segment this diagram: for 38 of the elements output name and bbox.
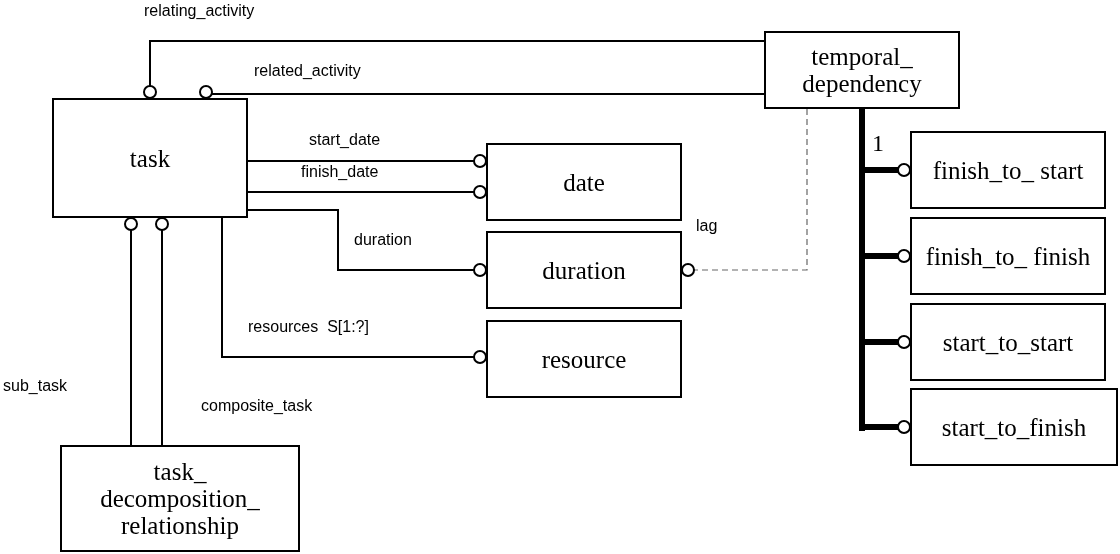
entity-box xyxy=(486,320,682,398)
edge-label: sub_task xyxy=(2,377,69,396)
relationship-line xyxy=(247,209,487,277)
entity-name: task_ decomposition_ relationship xyxy=(99,458,261,539)
relationship-line xyxy=(247,185,487,199)
cardinality-label: 1 xyxy=(872,130,884,157)
edge-label: finish_date xyxy=(300,163,380,182)
entity-box xyxy=(486,231,682,309)
edge-label: resources S[1:?] xyxy=(247,318,370,337)
entity-box xyxy=(764,31,960,109)
entity-name: temporal_ dependency xyxy=(801,43,923,97)
entity-name: date xyxy=(563,168,605,196)
entity-box xyxy=(910,303,1106,381)
entity-box xyxy=(486,143,682,221)
edge-label: related_activity xyxy=(253,62,362,81)
entity-name: start_to_start xyxy=(942,328,1074,356)
relationship-line xyxy=(221,217,487,364)
entity-name: resource xyxy=(541,345,627,373)
entity-name: finish_to_ start xyxy=(932,156,1084,184)
entity-box xyxy=(60,445,300,552)
entity-box xyxy=(910,217,1106,295)
entity-name: task xyxy=(129,144,171,172)
edge-label: relating_activity xyxy=(143,2,256,21)
entity-name: duration xyxy=(542,256,626,284)
entity-box xyxy=(910,131,1106,209)
edge-label: lag xyxy=(695,217,719,236)
relationship-line xyxy=(247,154,487,168)
entity-box xyxy=(910,388,1118,466)
edge-label: start_date xyxy=(308,131,382,150)
entity-name: start_to_finish xyxy=(941,413,1087,441)
entity-box xyxy=(52,98,248,218)
relationship-line xyxy=(199,85,765,99)
entity-name: finish_to_ finish xyxy=(925,242,1091,270)
relationship-line xyxy=(143,40,765,99)
relationship-line xyxy=(124,217,138,446)
relationship-line xyxy=(681,108,808,277)
edge-label: composite_task xyxy=(200,397,314,416)
relationship-line xyxy=(155,217,169,446)
